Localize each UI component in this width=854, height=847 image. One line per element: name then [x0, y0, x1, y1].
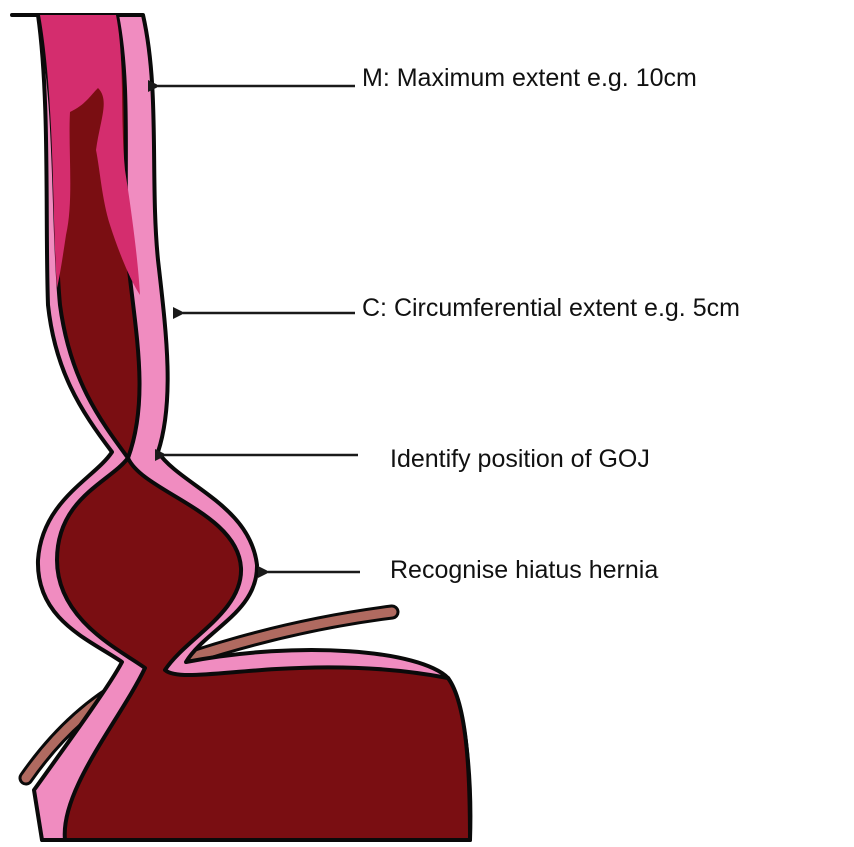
label-hiatus-hernia: Recognise hiatus hernia	[390, 558, 658, 583]
label-goj: Identify position of GOJ	[390, 447, 650, 472]
label-circumferential-extent: C: Circumferential extent e.g. 5cm	[362, 296, 740, 321]
label-maximum-extent: M: Maximum extent e.g. 10cm	[362, 66, 697, 91]
